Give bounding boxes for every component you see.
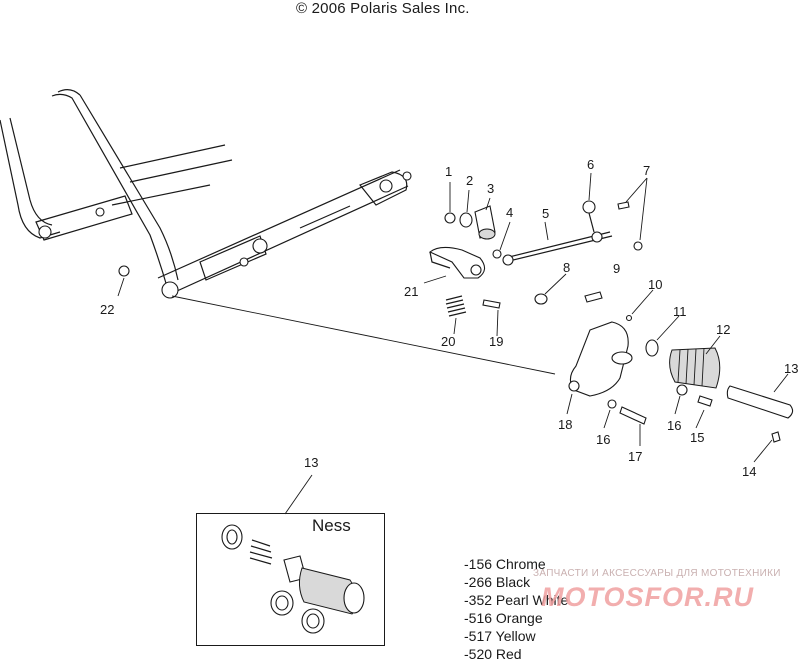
callout-2: 2 [466,173,473,188]
callout-10: 10 [648,277,662,292]
watermark-brand: MOTOSFOR.RU [541,582,754,612]
inset-title: Ness [312,516,351,535]
inset-parts [221,524,365,634]
leader-lines [117,172,789,515]
callout-4: 4 [506,205,513,220]
callout-12: 12 [716,322,730,337]
callout-13-inset: 13 [304,455,318,470]
callout-16a: 16 [596,432,610,447]
watermark-tagline: ЗАПЧАСТИ И АКСЕССУАРЫ ДЛЯ МОТОТЕХНИКИ [533,568,781,579]
callout-6: 6 [587,157,594,172]
callout-16b: 16 [667,418,681,433]
color-option: -352 Pearl White [464,592,569,608]
callout-5: 5 [542,206,549,221]
callout-8: 8 [563,260,570,275]
callout-20: 20 [441,334,455,349]
callout-14: 14 [742,464,756,479]
callout-11: 11 [673,304,687,319]
callout-21: 21 [404,284,418,299]
callout-7: 7 [643,163,650,178]
callout-22: 22 [100,302,114,317]
color-option: -520 Red [464,646,522,659]
color-option: -156 Chrome [464,556,546,572]
color-option: -266 Black [464,574,531,590]
color-option: -517 Yellow [464,628,536,644]
callout-15: 15 [690,430,704,445]
inset-frame [196,513,385,646]
callout-labels: 1 2 3 4 5 6 7 8 9 10 11 12 13 13 14 15 1… [100,157,798,479]
copyright-notice: © 2006 Polaris Sales Inc. [296,0,470,17]
callout-1: 1 [445,164,452,179]
callout-9: 9 [613,261,620,276]
frame-assembly [0,89,556,375]
callout-19: 19 [489,334,503,349]
callout-17: 17 [628,449,642,464]
color-options-list: -156 Chrome -266 Black -352 Pearl White … [464,555,568,659]
callout-13: 13 [784,361,798,376]
callout-18: 18 [558,417,572,432]
color-option: -516 Orange [464,610,543,626]
callout-3: 3 [487,181,494,196]
linkage-parts [428,200,794,443]
